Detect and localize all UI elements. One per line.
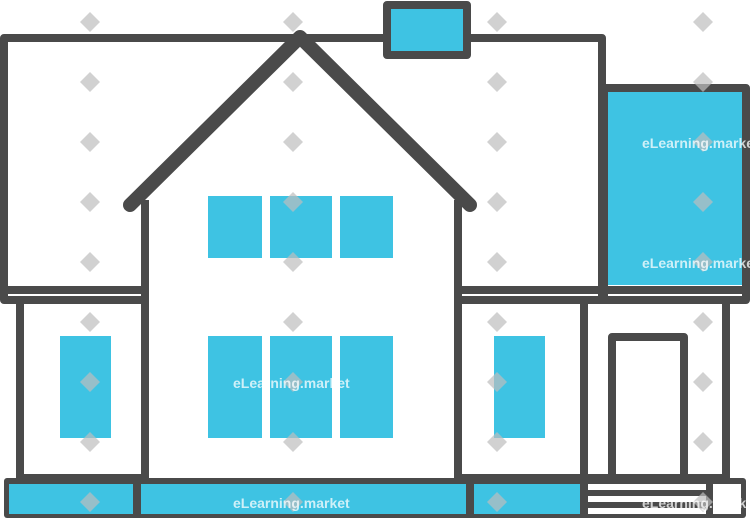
watermark-diamond-icon — [487, 432, 507, 452]
watermark-diamond-icon — [487, 72, 507, 92]
door — [608, 333, 688, 482]
window — [208, 196, 262, 258]
watermark-diamond-icon — [283, 432, 303, 452]
watermark-diamond-icon — [487, 192, 507, 212]
watermark-diamond-icon — [693, 312, 713, 332]
watermark-diamond-icon — [283, 312, 303, 332]
watermark-diamond-icon — [80, 72, 100, 92]
watermark-diamond-icon — [283, 192, 303, 212]
watermark-diamond-icon — [80, 372, 100, 392]
watermark-diamond-icon — [487, 492, 507, 512]
window — [270, 336, 332, 438]
watermark-diamond-icon — [487, 132, 507, 152]
chimney — [383, 1, 471, 59]
watermark-diamond-icon — [693, 492, 713, 512]
watermark-diamond-icon — [693, 132, 713, 152]
watermark-diamond-icon — [80, 492, 100, 512]
watermark-diamond-icon — [693, 192, 713, 212]
watermark-diamond-icon — [487, 252, 507, 272]
watermark-diamond-icon — [693, 372, 713, 392]
watermark-diamond-icon — [487, 12, 507, 32]
watermark-diamond-icon — [80, 12, 100, 32]
window — [208, 336, 262, 438]
window — [270, 196, 332, 258]
window — [340, 196, 393, 258]
watermark-diamond-icon — [80, 312, 100, 332]
watermark-diamond-icon — [693, 72, 713, 92]
watermark-diamond-icon — [283, 72, 303, 92]
steps — [588, 484, 741, 514]
gable-roof — [123, 30, 477, 212]
watermark-diamond-icon — [693, 432, 713, 452]
watermark-diamond-icon — [487, 372, 507, 392]
window — [494, 336, 545, 438]
watermark-diamond-icon — [283, 372, 303, 392]
watermark-diamond-icon — [283, 252, 303, 272]
watermark-diamond-icon — [80, 252, 100, 272]
watermark-diamond-icon — [487, 312, 507, 332]
watermark-diamond-icon — [80, 192, 100, 212]
watermark-diamond-icon — [80, 132, 100, 152]
watermark-diamond-icon — [283, 12, 303, 32]
window — [340, 336, 393, 438]
watermark-diamond-icon — [80, 432, 100, 452]
watermark-diamond-icon — [283, 132, 303, 152]
watermark-diamond-icon — [693, 252, 713, 272]
watermark-diamond-icon — [693, 12, 713, 32]
windows — [60, 196, 545, 438]
watermark-diamonds — [80, 12, 713, 512]
watermark-diamond-icon — [283, 492, 303, 512]
